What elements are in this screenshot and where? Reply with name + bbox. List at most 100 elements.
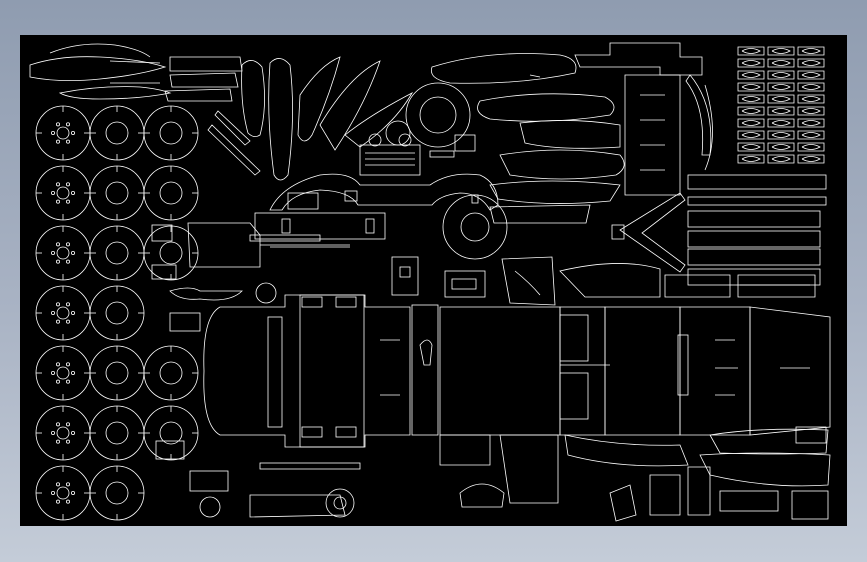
- bolt-hole: [56, 199, 61, 204]
- wheel-disc: [89, 105, 145, 161]
- small-part: [767, 46, 795, 56]
- bolt-hole: [66, 319, 71, 324]
- bolt-hole: [71, 430, 76, 435]
- small-part: [737, 82, 765, 92]
- small-part: [767, 154, 795, 164]
- wheel-disc: [89, 165, 145, 221]
- fuselage-upper: [431, 53, 625, 224]
- small-part: [797, 154, 825, 164]
- small-part: [797, 82, 825, 92]
- wheel-disc: [143, 405, 199, 461]
- bolt-hole: [56, 259, 61, 264]
- wheel-hub: [159, 181, 183, 205]
- wheel-hub: [105, 121, 129, 145]
- bolt-hole: [56, 482, 61, 487]
- small-part: [767, 142, 795, 152]
- small-part: [767, 106, 795, 116]
- bolt-hole: [66, 499, 71, 504]
- bolt-hole: [50, 131, 55, 136]
- wheel-disc: [35, 165, 91, 221]
- bolt-hole: [56, 439, 61, 444]
- small-part: [737, 130, 765, 140]
- rib-panel-stack: [611, 174, 827, 286]
- wheel-hub: [105, 421, 129, 445]
- small-part: [737, 106, 765, 116]
- small-part: [737, 94, 765, 104]
- wheel-hub: [105, 241, 129, 265]
- wheel-disc: [89, 405, 145, 461]
- wheel-hub: [56, 306, 70, 320]
- bolt-hole: [50, 430, 55, 435]
- small-part: [737, 70, 765, 80]
- bolt-hole: [56, 139, 61, 144]
- small-part: [797, 94, 825, 104]
- chassis-upper: [254, 173, 499, 248]
- wheel-hub: [56, 186, 70, 200]
- bolt-hole: [50, 370, 55, 375]
- wheel-hub: [105, 361, 129, 385]
- wheel-disc: [89, 345, 145, 401]
- wheel-hub: [56, 426, 70, 440]
- frame-pieces-right-upper: [574, 42, 713, 196]
- small-part: [737, 58, 765, 68]
- bolt-hole: [56, 379, 61, 384]
- bolt-hole: [56, 319, 61, 324]
- bolt-hole: [56, 302, 61, 307]
- small-part: [797, 142, 825, 152]
- small-part: [797, 106, 825, 116]
- small-part: [797, 130, 825, 140]
- cut-sheet-drawing: [29, 42, 831, 522]
- bolt-hole: [66, 482, 71, 487]
- wheel-hub: [159, 121, 183, 145]
- bolt-hole: [50, 250, 55, 255]
- bolt-hole: [66, 242, 71, 247]
- small-part: [737, 118, 765, 128]
- wheel-disc: [89, 465, 145, 521]
- lower-parts: [155, 426, 831, 522]
- small-part: [767, 82, 795, 92]
- small-parts-array: [737, 46, 825, 164]
- wheel-disc: [35, 345, 91, 401]
- small-part: [767, 58, 795, 68]
- bracket-parts-left: [151, 222, 321, 332]
- bolt-hole: [66, 362, 71, 367]
- wheel-hub: [56, 126, 70, 140]
- hub-discs-upper: [359, 82, 476, 176]
- bolt-hole: [56, 362, 61, 367]
- bolt-hole: [71, 131, 76, 136]
- bolt-hole: [66, 182, 71, 187]
- wheel-disc: [89, 225, 145, 281]
- bolt-hole: [66, 439, 71, 444]
- bolt-hole: [66, 259, 71, 264]
- bolt-hole: [66, 422, 71, 427]
- wing-pieces-top-left: [29, 43, 243, 102]
- wheel-hub: [56, 486, 70, 500]
- wheel-hub: [159, 421, 183, 445]
- cad-viewport[interactable]: [20, 35, 847, 526]
- wheel-hub: [105, 181, 129, 205]
- bolt-hole: [66, 302, 71, 307]
- bolt-hole: [56, 182, 61, 187]
- small-part: [767, 70, 795, 80]
- blade-pieces: [207, 56, 414, 181]
- bolt-hole: [50, 310, 55, 315]
- bolt-hole: [56, 499, 61, 504]
- main-chassis-plates: [203, 294, 831, 448]
- bolt-hole: [66, 122, 71, 127]
- wheel-disc: [143, 165, 199, 221]
- small-part: [797, 46, 825, 56]
- wheel-disc: [89, 285, 145, 341]
- wheel-disc: [35, 465, 91, 521]
- bolt-hole: [50, 490, 55, 495]
- bolt-hole: [56, 242, 61, 247]
- small-part: [767, 118, 795, 128]
- wheel-hub: [56, 366, 70, 380]
- bolt-hole: [71, 370, 76, 375]
- bolt-hole: [66, 379, 71, 384]
- small-part: [797, 58, 825, 68]
- small-part: [737, 46, 765, 56]
- small-part: [797, 70, 825, 80]
- wheel-disc: [35, 405, 91, 461]
- bolt-hole: [66, 199, 71, 204]
- bolt-hole: [71, 190, 76, 195]
